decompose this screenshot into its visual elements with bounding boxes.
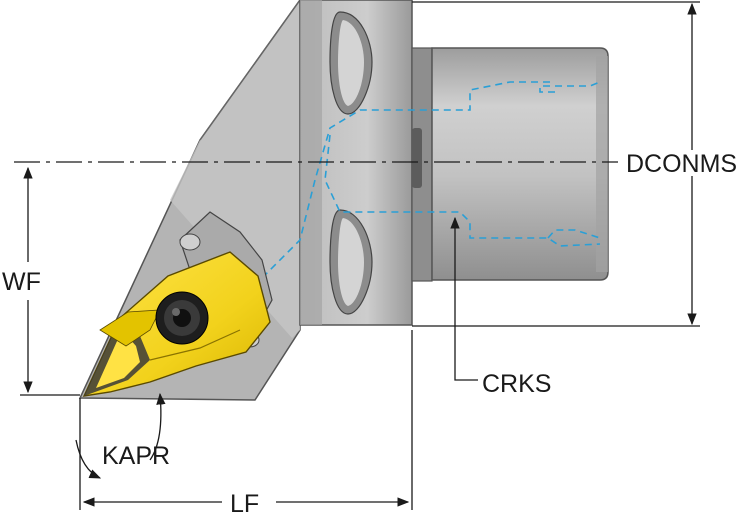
wf-label: WF (2, 268, 41, 296)
holder-shank (411, 47, 609, 282)
holder-flange (299, 0, 413, 326)
clamp-screw-icon (155, 291, 209, 345)
crks-label: CRKS (482, 370, 551, 398)
dimension-lines (20, 1, 700, 510)
upper-slot (329, 11, 373, 115)
coolant-channels (254, 81, 601, 286)
kapr-label: KAPR (102, 442, 170, 470)
lf-label: LF (230, 490, 259, 515)
lower-slot (329, 209, 373, 315)
dconms-label: DCONMS (626, 150, 737, 178)
